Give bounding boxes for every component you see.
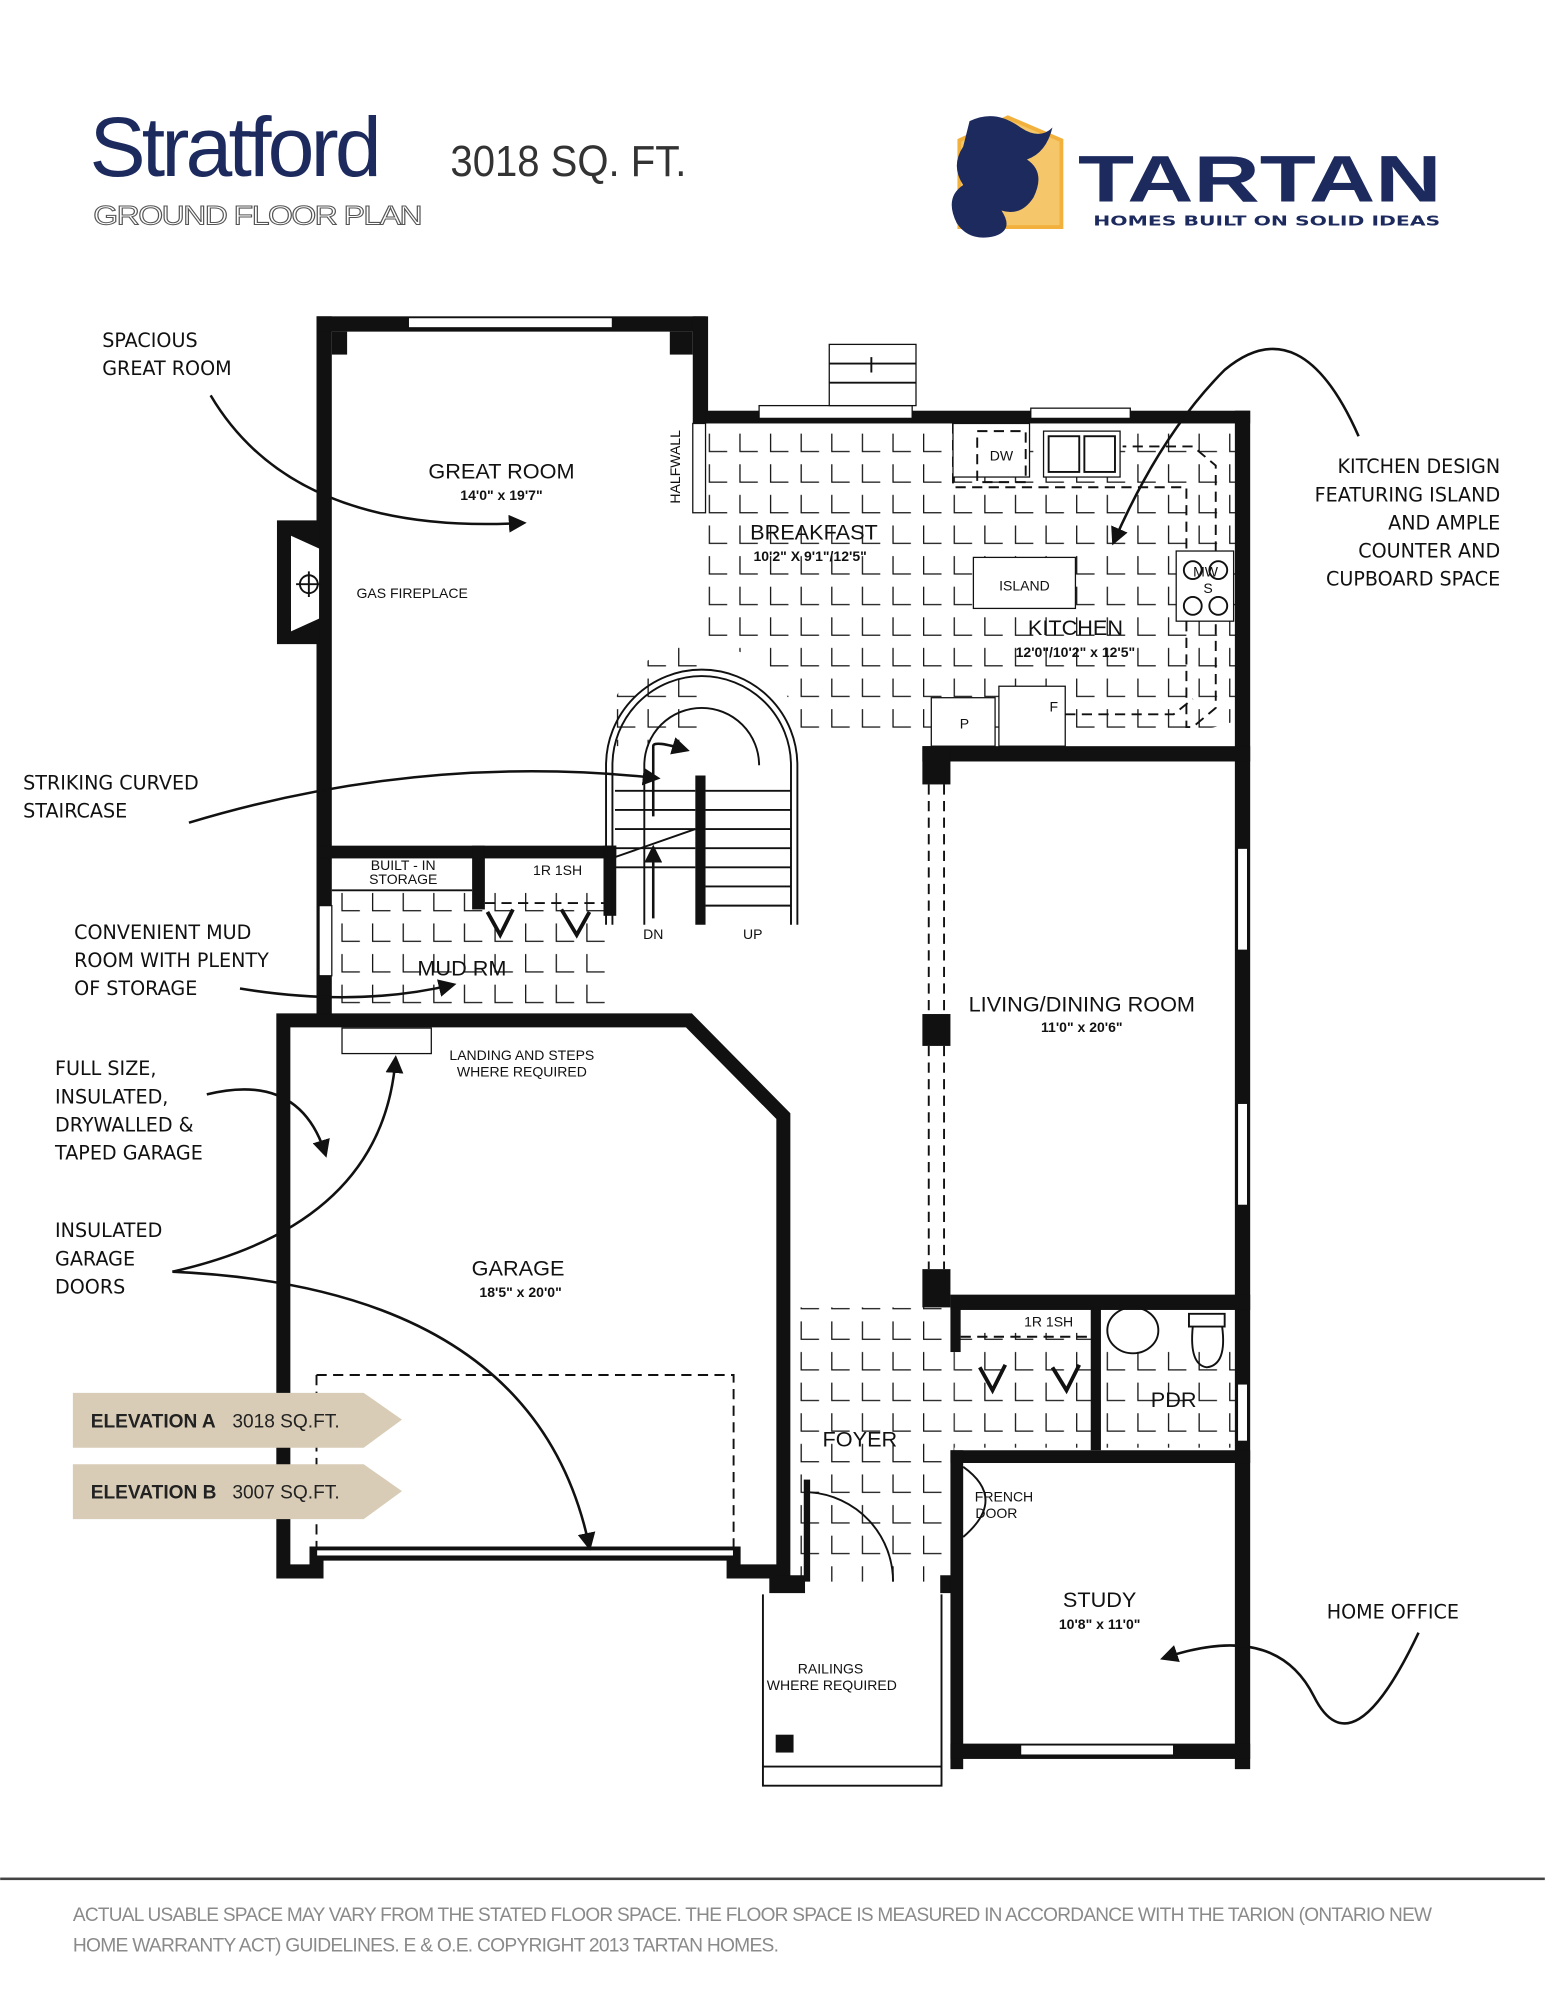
breakfast-dims: 10'2" X 9'1"/12'5" xyxy=(753,548,866,564)
microwave-label: MW xyxy=(1193,564,1219,580)
gas-fireplace-label: GAS FIREPLACE xyxy=(356,585,467,601)
svg-text:GARAGE: GARAGE xyxy=(55,1247,135,1270)
callouts: SPACIOUS GREAT ROOM KITCHEN DESIGN FEATU… xyxy=(23,329,1501,1725)
stairs-down-label: DN xyxy=(643,926,663,942)
elevation-tags: ELEVATION A 3018 SQ.FT. ELEVATION B 3007… xyxy=(72,1392,402,1520)
garage-label: GARAGE xyxy=(472,1256,565,1281)
svg-text:STRIKING CURVED: STRIKING CURVED xyxy=(23,772,199,795)
lion-emblem-icon xyxy=(951,116,1053,238)
callout-mud-room: CONVENIENT MUD ROOM WITH PLENTY OF STORA… xyxy=(74,921,457,1000)
kitchen-dims: 12'0"/10'2" x 12'5" xyxy=(1016,644,1136,660)
callout-home-office: HOME OFFICE xyxy=(1160,1601,1459,1725)
svg-text:CONVENIENT MUD: CONVENIENT MUD xyxy=(74,921,251,944)
stove-label: S xyxy=(1203,580,1212,596)
foyer-label: FOYER xyxy=(823,1426,898,1451)
french-door-label-2: DOOR xyxy=(975,1505,1017,1521)
svg-text:ELEVATION A: ELEVATION A xyxy=(91,1411,216,1432)
svg-text:GREAT ROOM: GREAT ROOM xyxy=(102,357,231,380)
storage-label-1: BUILT - IN xyxy=(371,857,436,873)
svg-text:ELEVATION B: ELEVATION B xyxy=(91,1483,217,1504)
garage-dims: 18'5" x 20'0" xyxy=(479,1284,561,1300)
elevation-a-tag: ELEVATION A 3018 SQ.FT. xyxy=(72,1392,402,1448)
svg-text:KITCHEN DESIGN: KITCHEN DESIGN xyxy=(1338,455,1501,478)
foyer-closet-label: 1R 1SH xyxy=(1024,1314,1073,1330)
tile-areas xyxy=(334,423,1238,1582)
railings-label-1: RAILINGS xyxy=(798,1660,863,1676)
walls xyxy=(276,316,1251,1787)
svg-text:3007 SQ.FT.: 3007 SQ.FT. xyxy=(232,1483,339,1504)
svg-text:INSULATED: INSULATED xyxy=(55,1219,162,1242)
mud-room-label: MUD RM xyxy=(417,956,506,981)
svg-text:COUNTER AND: COUNTER AND xyxy=(1358,539,1500,562)
disclaimer-line-1: ACTUAL USABLE SPACE MAY VARY FROM THE ST… xyxy=(73,1904,1432,1926)
svg-text:INSULATED,: INSULATED, xyxy=(55,1085,168,1108)
living-dining-label: LIVING/DINING ROOM xyxy=(969,991,1195,1016)
elevation-b-tag: ELEVATION B 3007 SQ.FT. xyxy=(72,1464,402,1520)
sink-icon xyxy=(1187,1312,1226,1369)
svg-text:ROOM WITH PLENTY: ROOM WITH PLENTY xyxy=(74,949,269,972)
porch-light-icon xyxy=(775,1734,794,1753)
svg-text:CUPBOARD SPACE: CUPBOARD SPACE xyxy=(1326,567,1500,590)
breakfast-label: BREAKFAST xyxy=(750,520,878,545)
pantry-label: P xyxy=(960,715,969,731)
great-room-label: GREAT ROOM xyxy=(428,458,574,483)
halfwall-label: HALFWALL xyxy=(667,430,683,504)
study-dims: 10'8" x 11'0" xyxy=(1059,1616,1141,1632)
storage-label-2: STORAGE xyxy=(369,871,437,887)
svg-text:FEATURING ISLAND: FEATURING ISLAND xyxy=(1315,483,1501,506)
logo-tagline: HOMES BUILT ON SOLID IDEAS xyxy=(1093,215,1440,230)
island-label: ISLAND xyxy=(999,578,1050,594)
header: Stratford 3018 SQ. FT. GROUND FLOOR PLAN xyxy=(89,100,686,231)
svg-text:TAPED GARAGE: TAPED GARAGE xyxy=(54,1141,203,1164)
footer: ACTUAL USABLE SPACE MAY VARY FROM THE ST… xyxy=(0,1877,1545,1957)
model-name: Stratford xyxy=(89,100,377,194)
study-label: STUDY xyxy=(1063,1587,1136,1612)
landing-label-1: LANDING AND STEPS xyxy=(449,1047,594,1063)
curved-staircase xyxy=(605,668,799,925)
tartan-logo: TARTAN HOMES BUILT ON SOLID IDEAS xyxy=(951,115,1442,238)
living-dining-dims: 11'0" x 20'6" xyxy=(1041,1019,1123,1035)
square-feet: 3018 SQ. FT. xyxy=(450,138,686,186)
railings-label-2: WHERE REQUIRED xyxy=(767,1677,897,1693)
kitchen-fixtures xyxy=(930,422,1235,747)
svg-text:HOME OFFICE: HOME OFFICE xyxy=(1327,1601,1459,1624)
great-room-dims: 14'0" x 19'7" xyxy=(460,487,542,503)
callout-staircase: STRIKING CURVED STAIRCASE xyxy=(23,767,661,824)
callout-garage: FULL SIZE, INSULATED, DRYWALLED & TAPED … xyxy=(54,1057,330,1164)
svg-text:OF STORAGE: OF STORAGE xyxy=(74,977,197,1000)
callout-garage-doors: INSULATED GARAGE DOORS xyxy=(55,1055,596,1551)
fridge-label: F xyxy=(1049,699,1058,715)
kitchen-sink-icon xyxy=(1042,430,1121,478)
kitchen-label: KITCHEN xyxy=(1028,615,1123,640)
svg-text:3018 SQ.FT.: 3018 SQ.FT. xyxy=(232,1411,339,1432)
callout-kitchen: KITCHEN DESIGN FEATURING ISLAND AND AMPL… xyxy=(1111,347,1501,590)
svg-text:DOORS: DOORS xyxy=(55,1275,125,1298)
logo-brand: TARTAN xyxy=(1078,143,1442,217)
mud-closet-label: 1R 1SH xyxy=(533,862,582,878)
svg-text:STAIRCASE: STAIRCASE xyxy=(23,800,127,823)
svg-text:FULL SIZE,: FULL SIZE, xyxy=(55,1057,156,1080)
landing-label-2: WHERE REQUIRED xyxy=(457,1064,587,1080)
french-door-label-1: FRENCH xyxy=(975,1488,1033,1504)
stairs-up-label: UP xyxy=(743,926,762,942)
svg-text:AND AMPLE: AND AMPLE xyxy=(1388,511,1500,534)
callout-great-room: SPACIOUS GREAT ROOM xyxy=(102,329,527,533)
footer-divider xyxy=(0,1877,1545,1881)
svg-text:SPACIOUS: SPACIOUS xyxy=(102,329,197,352)
disclaimer-line-2: HOME WARRANTY ACT) GUIDELINES. E & O.E. … xyxy=(73,1935,778,1957)
room-labels: GREAT ROOM 14'0" x 19'7" BREAKFAST 10'2"… xyxy=(417,458,1196,1632)
dishwasher-label: DW xyxy=(990,447,1014,463)
fixture-labels: HALFWALL GAS FIREPLACE DW ISLAND MW S P … xyxy=(356,430,1218,1693)
svg-text:DRYWALLED &: DRYWALLED & xyxy=(55,1113,194,1136)
plan-type: GROUND FLOOR PLAN xyxy=(93,200,421,230)
pdr-label: PDR xyxy=(1151,1387,1197,1412)
toilet-icon xyxy=(1106,1306,1160,1355)
